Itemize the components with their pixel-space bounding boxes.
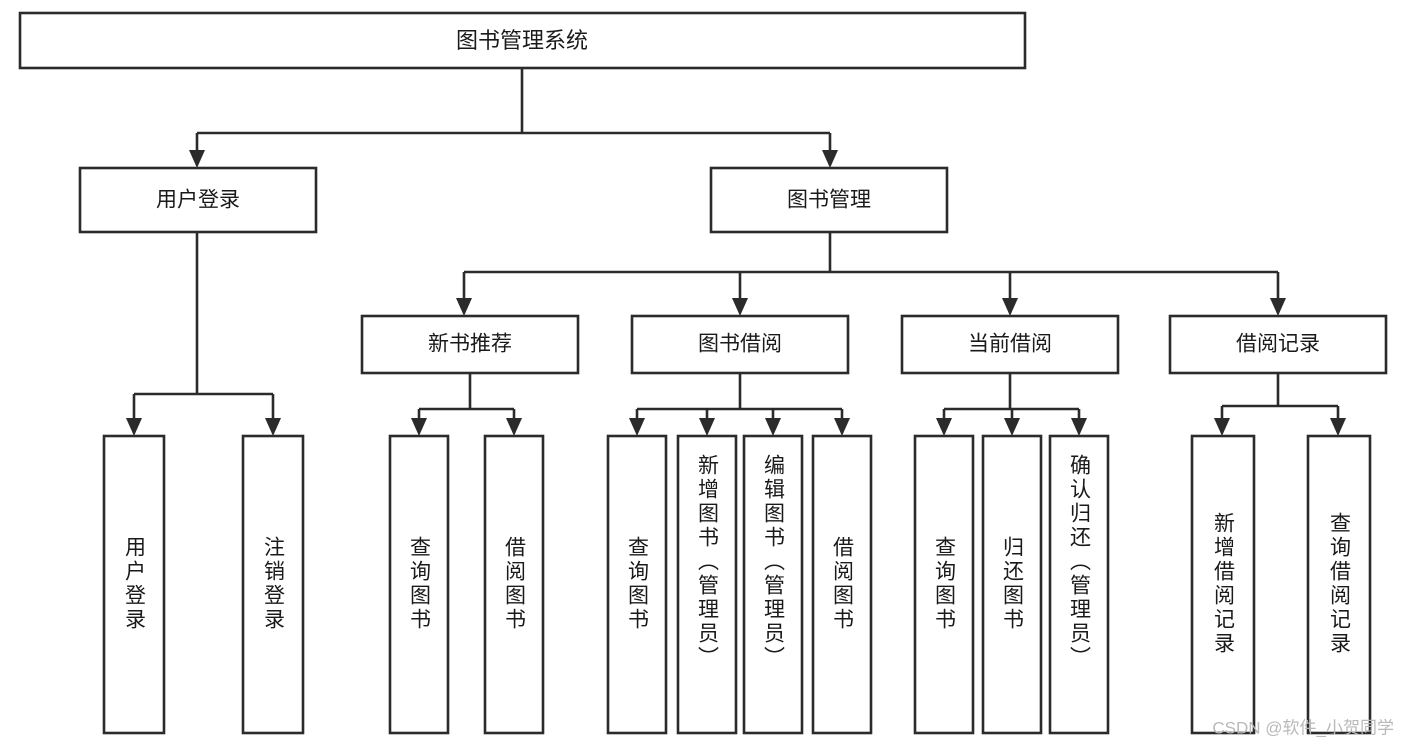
arrowhead-leaf-user-login [126,418,142,436]
node-leaf-borrow-book-1-label: 借阅图书 [503,536,527,632]
connector-group-new-book-recommend [411,373,522,436]
connector-group-root [189,68,838,168]
node-leaf-add-book-box[interactable] [676,434,738,735]
arrowhead-book-management [822,150,838,168]
node-leaf-return-book-label: 归还图书 [1001,536,1025,632]
node-leaf-add-record-label: 新增借阅记录 [1212,512,1236,656]
connector-group-user-login [126,232,281,436]
connector-group-borrow-record [1214,373,1346,436]
arrowhead-book-borrow [732,298,748,316]
node-current-borrow[interactable]: 当前借阅 [900,314,1120,375]
node-borrow-record-label: 借阅记录 [1236,333,1320,356]
node-leaf-borrow-book-2-label: 借阅图书 [831,536,855,632]
node-leaf-query-record-box[interactable] [1306,434,1372,735]
node-book-borrow-label: 图书借阅 [698,333,782,356]
node-new-book-recommend-box[interactable] [360,314,580,375]
node-leaf-query-book-1-box[interactable] [388,434,450,735]
node-borrow-record[interactable]: 借阅记录 [1168,314,1388,375]
node-leaf-confirm-return[interactable]: 确认归还（管理员） [1048,434,1110,735]
node-leaf-borrow-book-2[interactable]: 借阅图书 [811,434,873,735]
node-current-borrow-box[interactable] [900,314,1120,375]
arrowhead-user-login [189,150,205,168]
node-leaf-query-book-2[interactable]: 查询图书 [606,434,668,735]
node-borrow-record-box[interactable] [1168,314,1388,375]
node-leaf-query-book-2-label: 查询图书 [626,536,650,632]
node-user-login-label: 用户登录 [156,189,240,212]
node-book-management-label: 图书管理 [787,189,871,212]
node-leaf-user-login-box[interactable] [102,434,166,735]
node-leaf-confirm-return-box[interactable] [1048,434,1110,735]
node-leaf-query-record-label: 查询借阅记录 [1328,512,1352,656]
node-leaf-query-record[interactable]: 查询借阅记录 [1306,434,1372,735]
arrowhead-leaf-query-record [1330,418,1346,436]
node-leaf-user-logout[interactable]: 注销登录 [241,434,305,735]
node-leaf-confirm-return-label: 确认归还（管理员） [1068,454,1092,670]
arrowhead-leaf-confirm-return [1071,418,1087,436]
node-leaf-query-book-3-box[interactable] [913,434,975,735]
node-leaf-borrow-book-1-box[interactable] [483,434,545,735]
watermark-text: CSDN @软件_小贺同学 [1212,718,1394,737]
node-leaf-return-book-box[interactable] [981,434,1043,735]
node-leaf-user-login-label: 用户登录 [123,536,147,632]
node-leaf-user-login[interactable]: 用户登录 [102,434,166,735]
node-leaf-edit-book[interactable]: 编辑图书（管理员） [742,434,804,735]
arrowhead-leaf-query-book-1 [411,418,427,436]
node-user-login[interactable]: 用户登录 [78,166,318,234]
arrowhead-leaf-query-book-2 [629,418,645,436]
node-book-management[interactable]: 图书管理 [709,166,949,234]
node-root-label: 图书管理系统 [456,28,588,53]
node-leaf-add-book-label: 新增图书（管理员） [696,454,720,670]
connector-group-book-borrow [629,373,850,436]
node-leaf-borrow-book-1[interactable]: 借阅图书 [483,434,545,735]
node-leaf-query-book-3-label: 查询图书 [933,536,957,632]
node-leaf-borrow-book-2-box[interactable] [811,434,873,735]
arrowhead-leaf-return-book [1004,418,1020,436]
node-leaf-add-record-box[interactable] [1190,434,1256,735]
node-leaf-query-book-1-label: 查询图书 [408,536,432,632]
node-book-borrow-box[interactable] [630,314,850,375]
node-leaf-return-book[interactable]: 归还图书 [981,434,1043,735]
node-user-login-box[interactable] [78,166,318,234]
node-leaf-user-logout-box[interactable] [241,434,305,735]
node-leaf-add-record[interactable]: 新增借阅记录 [1190,434,1256,735]
arrowhead-leaf-add-book [699,418,715,436]
arrowhead-leaf-borrow-book-1 [506,418,522,436]
node-leaf-edit-book-label: 编辑图书（管理员） [762,454,786,670]
arrowhead-new-book-recommend [456,298,472,316]
arrowhead-leaf-add-record [1214,418,1230,436]
arrowhead-leaf-query-book-3 [936,418,952,436]
node-root-box[interactable] [18,11,1027,70]
node-leaf-edit-book-box[interactable] [742,434,804,735]
node-new-book-recommend[interactable]: 新书推荐 [360,314,580,375]
node-new-book-recommend-label: 新书推荐 [428,333,512,356]
connector-group-book-management [456,232,1286,316]
arrowhead-leaf-edit-book [765,418,781,436]
node-root[interactable]: 图书管理系统 [18,11,1027,70]
arrowhead-leaf-borrow-book-2 [834,418,850,436]
node-current-borrow-label: 当前借阅 [968,333,1052,356]
node-book-management-box[interactable] [709,166,949,234]
node-leaf-user-logout-label: 注销登录 [262,536,286,632]
arrowhead-leaf-user-logout [265,418,281,436]
node-leaf-query-book-1[interactable]: 查询图书 [388,434,450,735]
connector-group-current-borrow [936,373,1087,436]
arrowhead-current-borrow [1002,298,1018,316]
node-book-borrow[interactable]: 图书借阅 [630,314,850,375]
node-leaf-query-book-3[interactable]: 查询图书 [913,434,975,735]
arrowhead-borrow-record [1270,298,1286,316]
node-leaf-query-book-2-box[interactable] [606,434,668,735]
node-leaf-add-book[interactable]: 新增图书（管理员） [676,434,738,735]
